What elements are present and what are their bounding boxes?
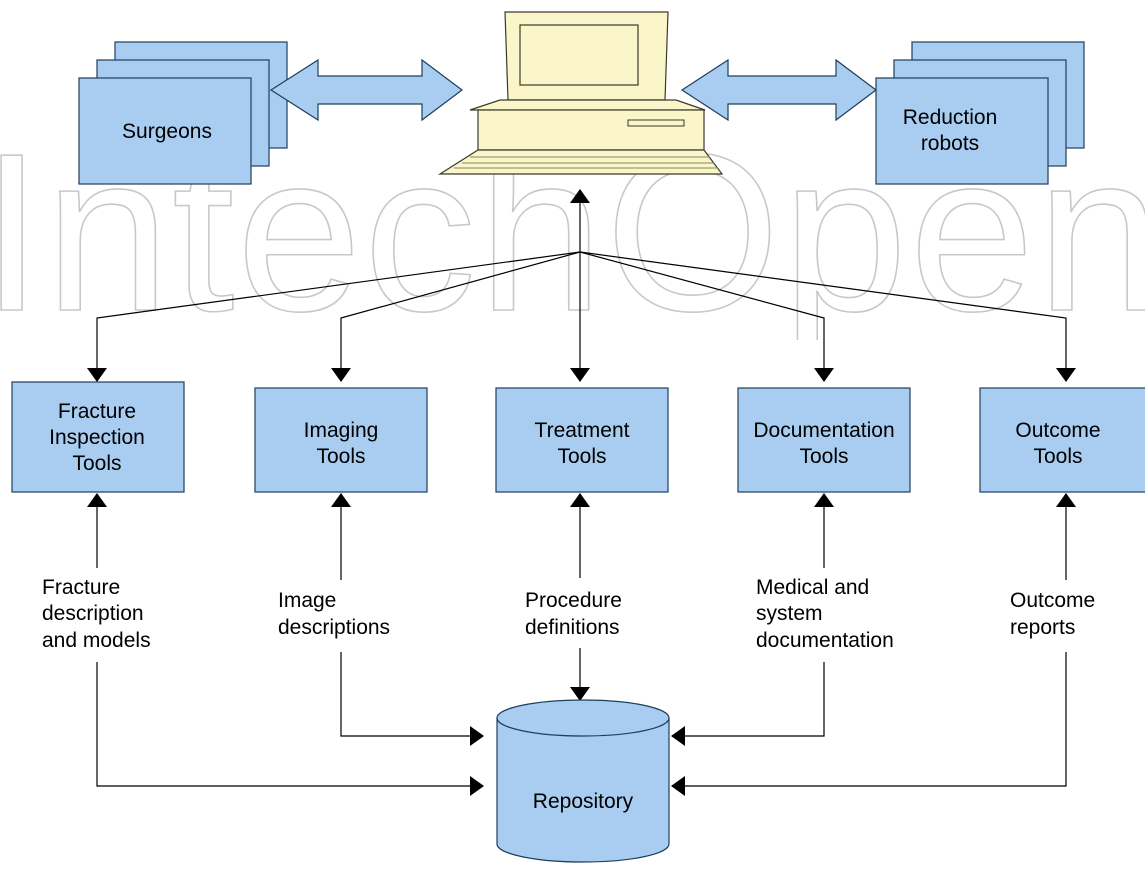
database-icon: Repository — [496, 699, 670, 863]
double-arrow-icon — [680, 58, 877, 122]
tool-label-line: Outcome — [1015, 419, 1100, 442]
data-label-fracture: Fracture description and models — [42, 576, 151, 652]
data-label-line: definitions — [525, 616, 620, 639]
tool-label-line: Tools — [72, 452, 121, 475]
hub-to-fracture-arrow — [87, 251, 581, 382]
surgeons-label: Surgeons — [122, 120, 212, 143]
hub-to-imaging-arrow — [331, 251, 581, 382]
data-label-imaging: Image descriptions — [278, 589, 390, 639]
data-label-line: descriptions — [278, 616, 390, 639]
hub-to-outcome-arrow — [579, 251, 1076, 382]
data-label-line: description — [42, 602, 144, 625]
data-label-line: Procedure — [525, 589, 622, 612]
connectors — [87, 189, 1076, 796]
tool-label-line: Tools — [316, 445, 365, 468]
data-label-line: system — [756, 602, 823, 625]
tool-fracture-inspection: Fracture Inspection Tools — [11, 381, 185, 493]
robots-label-line1: Reduction — [903, 106, 998, 129]
tool-label-line: Tools — [1033, 445, 1082, 468]
tool-box — [254, 387, 428, 493]
data-label-outcome: Outcome reports — [1010, 589, 1095, 639]
tool-documentation: Documentation Tools — [737, 387, 911, 493]
tool-label-line: Imaging — [304, 419, 379, 442]
imaging-to-repository-arrow — [340, 652, 484, 746]
robots-box-front — [875, 77, 1049, 185]
tool-label-line: Treatment — [535, 419, 630, 442]
data-label-treatment: Procedure definitions — [525, 589, 622, 639]
data-label-line: reports — [1010, 616, 1075, 639]
surgeons-box-front — [78, 77, 252, 185]
tool-label-line: Inspection — [49, 426, 145, 449]
data-label-line: documentation — [756, 629, 894, 652]
tool-outcome: Outcome Tools — [979, 387, 1145, 493]
fracture-to-repository-arrow — [96, 662, 484, 796]
robots-label-line2: robots — [921, 132, 979, 155]
data-label-line: Outcome — [1010, 589, 1095, 612]
tool-imaging: Imaging Tools — [254, 387, 428, 493]
hub-to-documentation-arrow — [579, 251, 834, 382]
tool-box — [495, 387, 669, 493]
documentation-to-repository-arrow — [671, 662, 825, 746]
data-label-line: Fracture — [42, 576, 120, 599]
robots-stack: Reduction robots — [875, 41, 1085, 185]
double-arrow-icon — [269, 58, 463, 122]
tool-label-line: Fracture — [58, 400, 136, 423]
outcome-to-repository-arrow — [671, 652, 1067, 796]
data-label-line: Image — [278, 589, 336, 612]
data-label-line: and models — [42, 629, 151, 652]
surgeons-stack: Surgeons — [78, 41, 288, 185]
tool-label-line: Tools — [557, 445, 606, 468]
data-label-line: Medical and — [756, 576, 869, 599]
computer-icon — [437, 11, 724, 175]
tool-box — [737, 387, 911, 493]
tool-label-line: Tools — [799, 445, 848, 468]
repository-label: Repository — [533, 790, 634, 813]
tool-treatment: Treatment Tools — [495, 387, 669, 493]
data-label-documentation: Medical and system documentation — [756, 576, 894, 652]
tool-box — [11, 381, 185, 493]
tool-box — [979, 387, 1145, 493]
tool-label-line: Documentation — [753, 419, 894, 442]
